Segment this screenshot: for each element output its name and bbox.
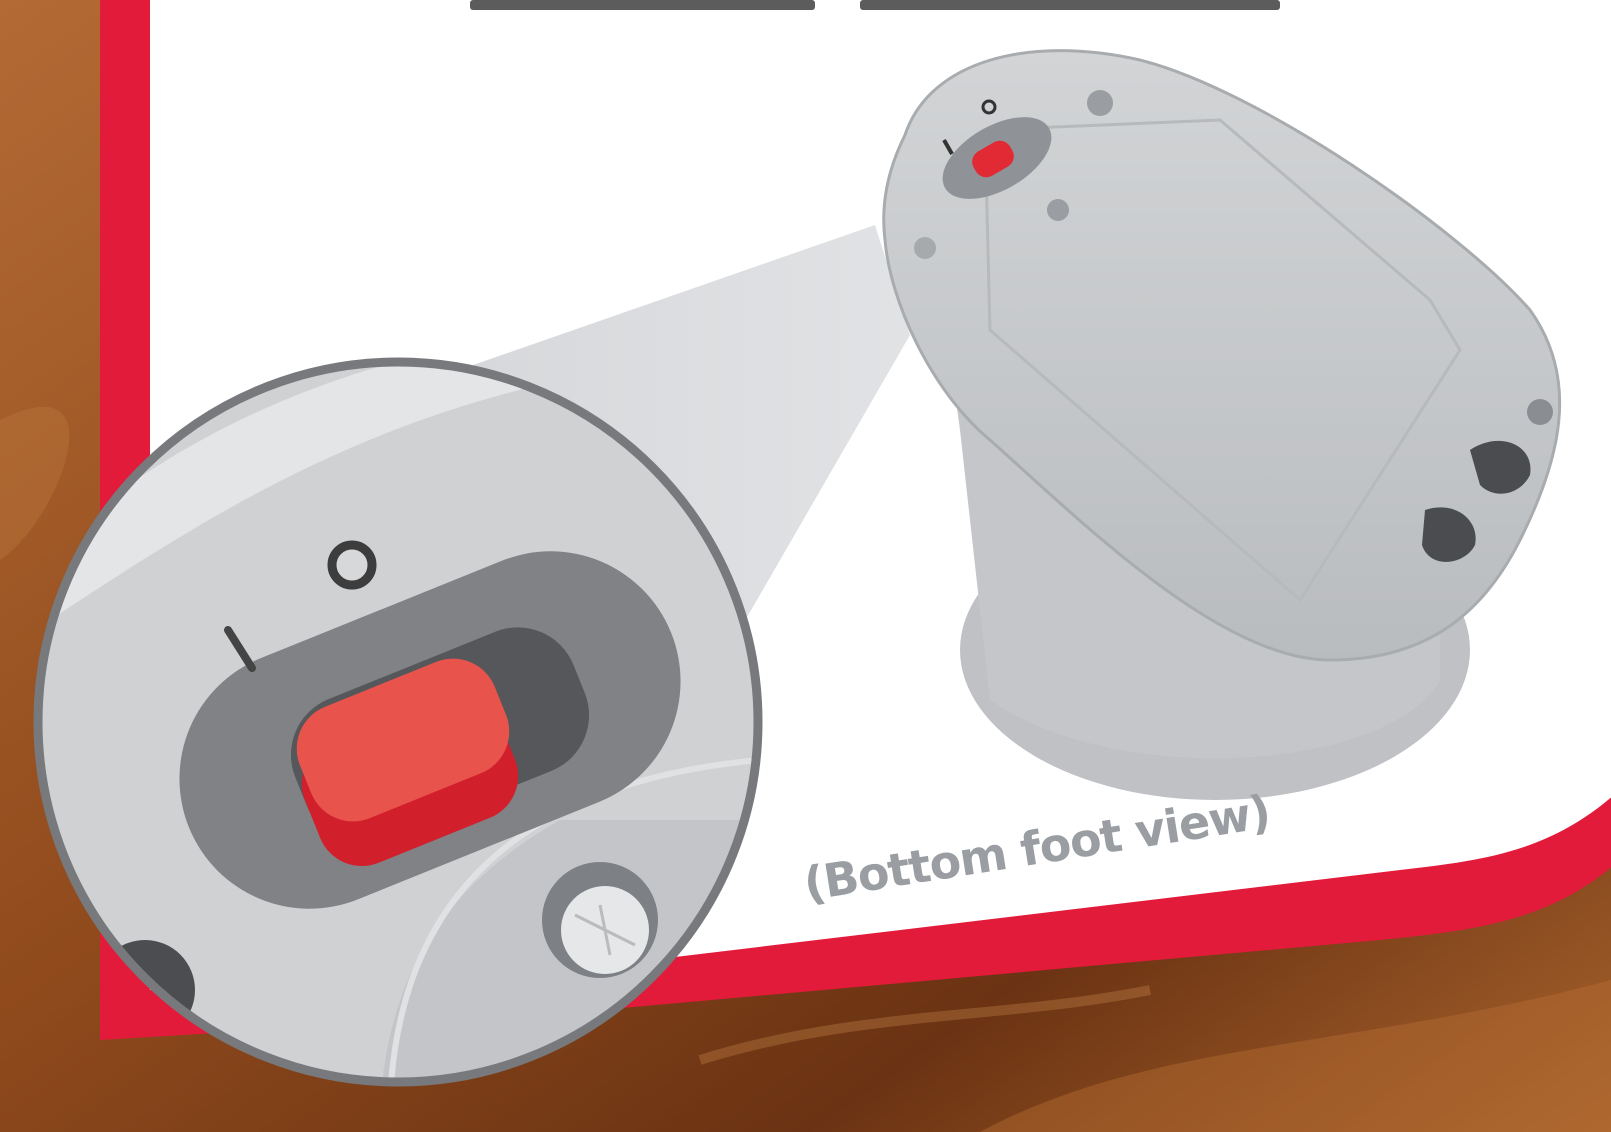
screw-icon <box>914 237 936 259</box>
screw-icon <box>1527 399 1553 425</box>
screw-icon <box>1087 90 1113 116</box>
off-mark <box>332 545 372 585</box>
cropped-heading-fragment <box>470 0 815 10</box>
cropped-heading-fragment <box>860 0 1280 10</box>
screw-icon <box>1047 199 1069 221</box>
